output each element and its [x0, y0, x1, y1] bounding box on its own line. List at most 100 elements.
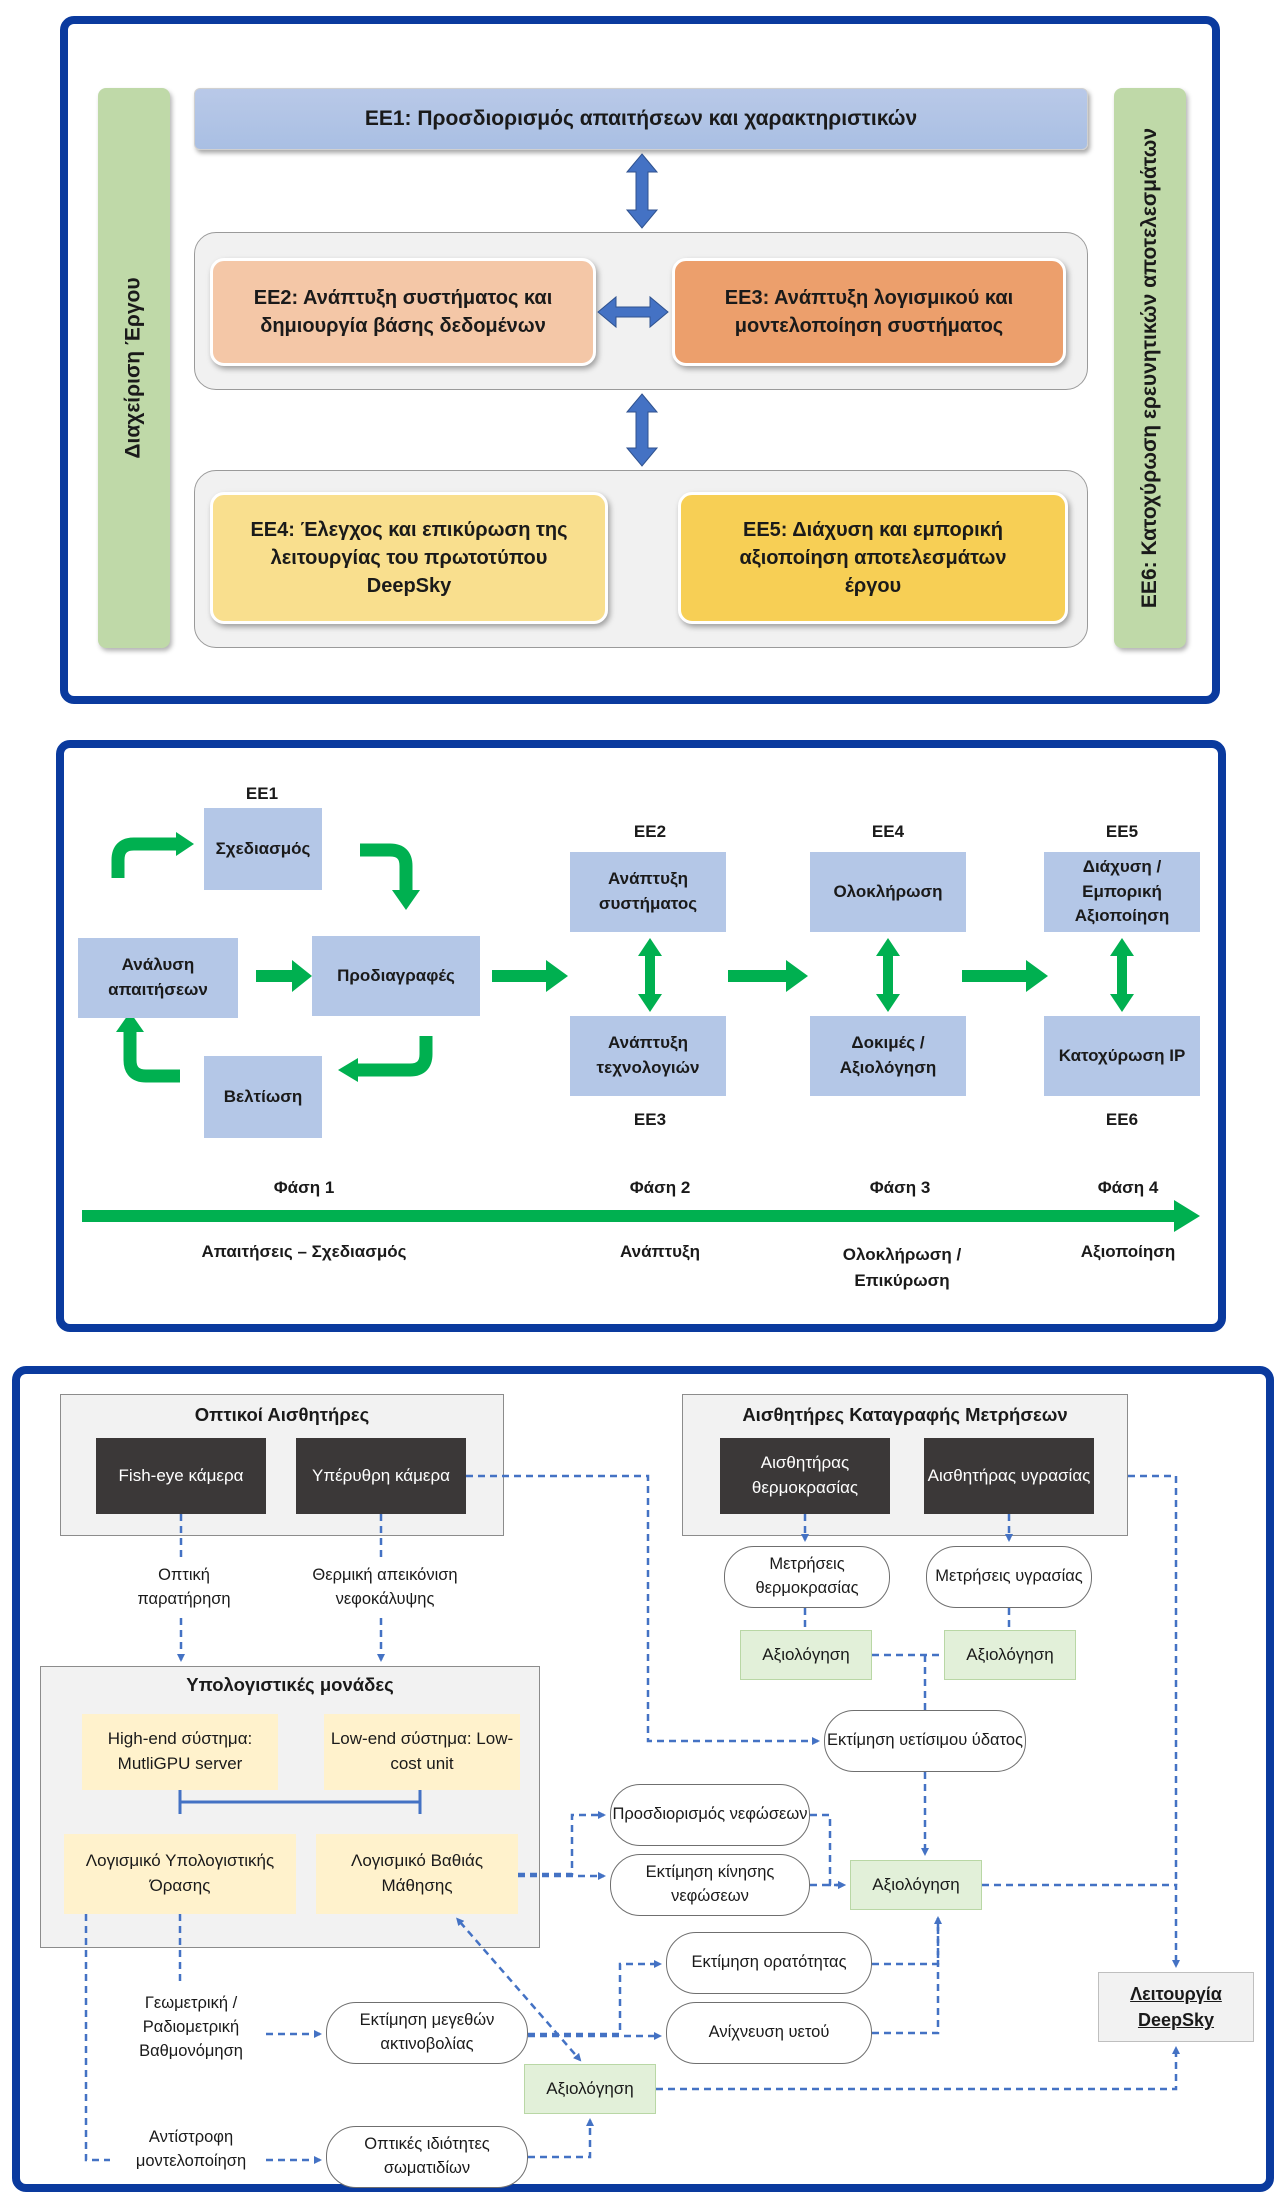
ee2-label: ΕΕ2	[633, 822, 667, 841]
main-evaluation-text: Αξιολόγηση	[872, 1875, 960, 1894]
optical-observation-label: Οπτική παρατήρηση	[137, 1566, 231, 1608]
phase-4-desc: Αξιοποίηση	[1080, 1242, 1176, 1261]
vert-arrow-ee4-ee6	[876, 938, 900, 1012]
design-box: Σχεδιασμός	[204, 808, 322, 890]
edge-dl-to-cloud-id	[518, 1811, 606, 1876]
humidity-sensor-box: Αισθητήρας υγρασίας	[924, 1438, 1094, 1514]
dl-software-box: Λογισμικό Βαθιάς Μάθησης	[316, 1834, 518, 1914]
temperature-evaluation-text: Αξιολόγηση	[762, 1645, 850, 1664]
geometric-calibration-label: Γεωμετρική / Ραδιομετρική Βαθμονόμηση	[139, 1994, 243, 2060]
cloud-identification-node: Προσδιορισμός νεφώσεων	[610, 1784, 810, 1846]
panel2-arrows	[82, 832, 1200, 1232]
improvement-box: Βελτίωση	[204, 1056, 322, 1138]
lowend-system-box: Low-end σύστημα: Low-cost unit	[324, 1714, 520, 1790]
project-management-bar: Διαχείριση Έργου	[98, 88, 170, 648]
phase-2-desc: Ανάπτυξη	[619, 1242, 700, 1261]
panel-architecture: Οπτικοί Αισθητήρες Fish-eye κάμερα Υπέρυ…	[12, 1366, 1274, 2192]
thermal-imaging-label: Θερμική απεικόνιση νεφοκάλυψης	[312, 1566, 458, 1608]
cv-software-text: Λογισμικό Υπολογιστικής Όρασης	[85, 1851, 275, 1895]
cloud-identification-text: Προσδιορισμός νεφώσεων	[612, 1805, 808, 1824]
arrow-ee4-to-ee5	[962, 960, 1048, 992]
ee5-box: ΕΕ5: Διάχυση και εμπορική αξιοποίηση απο…	[678, 492, 1068, 624]
arrow-ee2-to-ee4	[728, 960, 808, 992]
edge-cv-to-inverse	[84, 1914, 110, 2162]
edge-rain-to-eval	[872, 1918, 940, 2035]
optical-sensors-title: Οπτικοί Αισθητήρες	[194, 1404, 370, 1425]
specs-text: Προδιαγραφές	[337, 965, 455, 985]
cloud-motion-text: Εκτίμηση κίνησης νεφώσεων	[645, 1863, 775, 1905]
arrow-analysis-to-specs	[256, 960, 312, 992]
highend-system-text: High-end σύστημα: MutliGPU server	[107, 1729, 253, 1773]
arrow-ee1-to-group	[625, 153, 659, 229]
ee3-label: ΕΕ3	[633, 1110, 667, 1129]
ee1-label: ΕΕ1: Προσδιορισμός απαιτήσεων και χαρακτ…	[364, 107, 918, 130]
temperature-sensor-text: Αισθητήρας θερμοκρασίας	[751, 1453, 859, 1497]
design-text: Σχεδιασμός	[215, 838, 311, 858]
ee1-bar: ΕΕ1: Προσδιορισμός απαιτήσεων και χαρακτ…	[194, 88, 1088, 150]
completion-text: Ολοκλήρωση	[833, 881, 943, 901]
analysis-box: Ανάλυση απαιτήσεων	[78, 938, 238, 1018]
temperature-evaluation-box: Αξιολόγηση	[740, 1630, 872, 1680]
cloud-motion-node: Εκτίμηση κίνησης νεφώσεων	[610, 1854, 810, 1916]
compute-units-title: Υπολογιστικές μονάδες	[186, 1674, 394, 1695]
ee1-label: ΕΕ1	[245, 784, 279, 803]
radiation-evaluation-box: Αξιολόγηση	[524, 2064, 656, 2114]
temperature-measurements-node: Μετρήσεις θερμοκρασίας	[724, 1546, 890, 1608]
testing-text: Δοκιμές / Αξιολόγηση	[839, 1033, 937, 1077]
rain-detection-text: Ανίχνευση υετού	[708, 2023, 830, 2042]
ee3-label: ΕΕ3: Ανάπτυξη λογισμικού και μοντελοποίη…	[724, 287, 1014, 337]
dl-software-text: Λογισμικό Βαθιάς Μάθησης	[350, 1851, 484, 1895]
panel-work-packages: Διαχείριση Έργου ΕΕ6: Κατοχύρωση ερευνητ…	[60, 16, 1220, 704]
system-dev-text: Ανάπτυξη συστήματος	[598, 869, 698, 913]
tech-dev-text: Ανάπτυξη τεχνολογιών	[596, 1033, 700, 1077]
precipitable-water-node: Εκτίμηση υετίσιμου ύδατος	[824, 1710, 1026, 1772]
humidity-evaluation-box: Αξιολόγηση	[944, 1630, 1076, 1680]
optical-properties-text: Οπτικές ιδιότητες σωματιδίων	[364, 2135, 490, 2177]
humidity-measurements-text: Μετρήσεις υγρασίας	[935, 1567, 1083, 1586]
humidity-sensor-text: Αισθητήρας υγρασίας	[927, 1465, 1091, 1485]
testing-box: Δοκιμές / Αξιολόγηση	[810, 1016, 966, 1096]
ee3-box: ΕΕ3: Ανάπτυξη λογισμικού και μοντελοποίη…	[672, 258, 1066, 366]
radiation-evaluation-text: Αξιολόγηση	[546, 2079, 634, 2098]
specs-box: Προδιαγραφές	[312, 936, 480, 1016]
visibility-text: Εκτίμηση ορατότητας	[691, 1953, 847, 1972]
phase-3-name: Φάση 3	[869, 1178, 931, 1197]
arrow-specs-to-ee2	[492, 960, 568, 992]
arrow-ee2-ee3	[597, 295, 669, 329]
dissemination-box: Διάχυση / Εμπορική Αξιοποίηση	[1044, 852, 1200, 932]
infrared-camera-box: Υπέρυθρη κάμερα	[296, 1438, 466, 1514]
edge-eval-to-deepsky	[982, 1883, 1180, 1968]
edge-evals-to-precip	[872, 1653, 944, 1710]
cycle-head-4	[116, 1012, 144, 1032]
ee2-label: ΕΕ2: Ανάπτυξη συστήματος και δημιουργία …	[253, 287, 553, 337]
optical-properties-node: Οπτικές ιδιότητες σωματιδίων	[326, 2126, 528, 2188]
phase-4-name: Φάση 4	[1097, 1178, 1159, 1197]
infrared-text: Υπέρυθρη κάμερα	[312, 1465, 450, 1485]
panel1-arrows	[597, 153, 669, 467]
edge-dl-radiation-eval	[456, 1917, 582, 2062]
system-dev-box: Ανάπτυξη συστήματος	[570, 852, 726, 932]
phase-1-name: Φάση 1	[273, 1178, 335, 1197]
inverse-modeling-label: Αντίστροφη μοντελοποίηση	[135, 2128, 247, 2170]
vert-arrow-ee5-ee6	[1110, 938, 1134, 1012]
completion-box: Ολοκλήρωση	[810, 852, 966, 932]
ee6-label: ΕΕ6	[1105, 1110, 1139, 1129]
fisheye-camera-box: Fish-eye κάμερα	[96, 1438, 266, 1514]
highend-system-box: High-end σύστημα: MutliGPU server	[82, 1714, 278, 1790]
main-evaluation-box: Αξιολόγηση	[850, 1860, 982, 1910]
edge-infrared-to-deepsky	[1128, 1474, 1178, 1885]
ee2-box: ΕΕ2: Ανάπτυξη συστήματος και δημιουργία …	[210, 258, 596, 366]
deepsky-operation-box: Λειτουργία DeepSky	[1098, 1972, 1254, 2042]
phase-1-desc: Απαιτήσεις – Σχεδιασμός	[201, 1242, 407, 1261]
cycle-arrow-improvement-to-analysis	[123, 1030, 180, 1083]
edge-visibility-to-eval	[872, 1916, 942, 1966]
phase-3-desc: Ολοκλήρωση / Επικύρωση	[842, 1245, 962, 1290]
ee4-box: ΕΕ4: Έλεγχος και επικύρωση της λειτουργί…	[210, 492, 608, 624]
cycle-arrow-design-to-specs	[360, 843, 413, 890]
cycle-arrow-analysis-to-design	[111, 837, 176, 878]
visibility-node: Εκτίμηση ορατότητας	[666, 1932, 872, 1994]
edge-infrared-to-precip	[466, 1474, 820, 1745]
cycle-arrow-specs-to-improvement	[356, 1036, 433, 1077]
precipitable-water-text: Εκτίμηση υετίσιμου ύδατος	[827, 1731, 1023, 1750]
ip-text: Κατοχύρωση IP	[1058, 1045, 1186, 1065]
